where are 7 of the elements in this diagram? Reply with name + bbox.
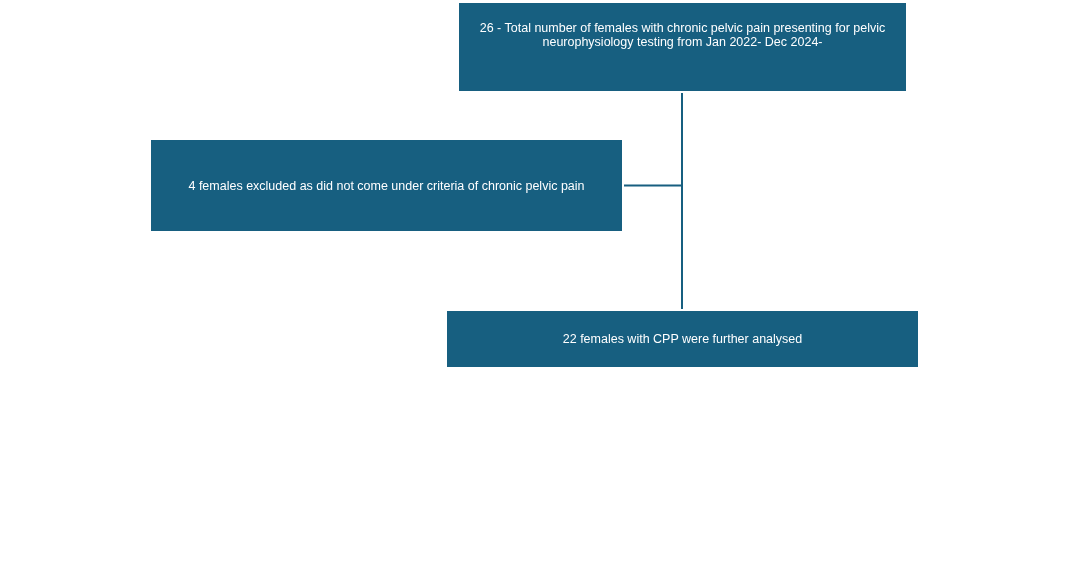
connector-line [623, 92, 683, 187]
process-box [151, 140, 622, 231]
box-text: 4 females excluded as did not come under criteria of chronic pelvic pain [188, 178, 585, 193]
box-text: 26 - Total number of females with chronic pelvic pain presenting for pelvic neurophysiology testing from Jan 2022- Dec 2024- [478, 21, 887, 49]
process-box [459, 3, 906, 91]
box-text: 22 females with CPP were further analysed [562, 332, 803, 346]
process-box [447, 311, 918, 367]
